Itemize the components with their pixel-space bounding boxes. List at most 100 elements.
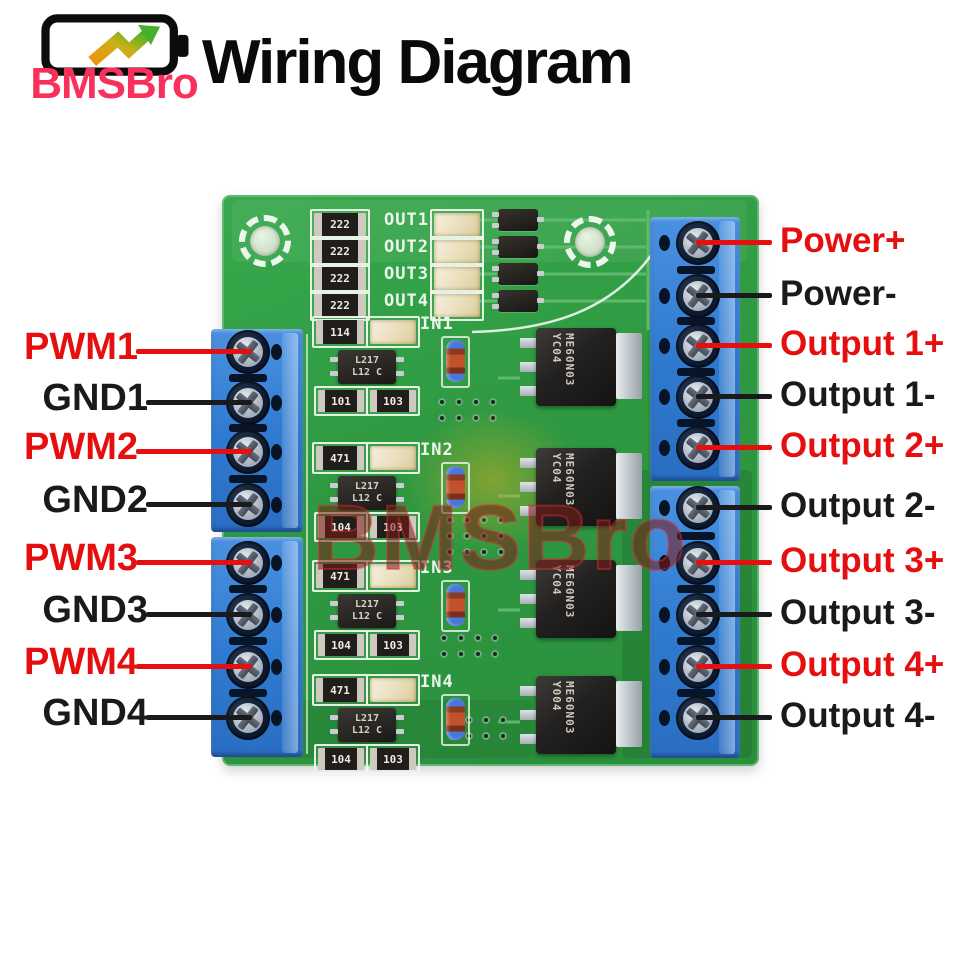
resistor-chip: 222 — [314, 267, 366, 290]
wire-line-power — [696, 240, 772, 245]
inductor — [446, 340, 465, 382]
wire-line-pwm3 — [136, 560, 252, 565]
led-box — [366, 560, 420, 592]
opto-leg — [330, 357, 338, 362]
inductor-outline — [441, 336, 470, 388]
resistor-104: 104 — [314, 630, 368, 660]
terminal-wire-hole — [659, 659, 670, 675]
resistor-222: 222 — [310, 290, 370, 321]
mosfet-leg — [520, 458, 538, 468]
terminal-wire-hole — [271, 710, 282, 726]
brand-name: BMSBro — [30, 59, 199, 108]
wire-line-pwm2 — [136, 449, 252, 454]
optocoupler-marking-line2: L12 C — [351, 367, 383, 378]
transistor-leg — [492, 223, 499, 228]
terminal-divider-slot — [229, 585, 267, 593]
resistor-chip: 103 — [370, 390, 416, 412]
led-chip — [370, 678, 416, 702]
led-chip — [434, 213, 480, 236]
silk-label-out1: OUT1 — [384, 210, 429, 230]
transistor-leg — [537, 298, 544, 303]
silk-label-in2: IN2 — [420, 440, 454, 460]
opto-leg — [330, 729, 338, 734]
wire-line-gnd1 — [146, 400, 252, 405]
wire-line-gnd2 — [146, 502, 252, 507]
terminal-block-highlight — [282, 541, 298, 753]
via-hole — [440, 650, 448, 658]
wire-line-output-2 — [696, 445, 772, 450]
opto-leg — [396, 497, 404, 502]
opto-leg — [330, 483, 338, 488]
pin-label-pwm1: PWM1 — [24, 326, 138, 368]
wire-line-output-3 — [696, 560, 772, 565]
resistor-chip: 103 — [370, 748, 416, 770]
pin-label-output-4: Output 4- — [780, 696, 936, 735]
terminal-divider-slot — [229, 637, 267, 645]
via-hole — [482, 732, 490, 740]
opto-leg — [396, 357, 404, 362]
opto-leg — [396, 483, 404, 488]
mosfet-leg — [520, 506, 538, 516]
resistor-471: 471 — [312, 674, 368, 706]
resistor-chip: 471 — [316, 564, 364, 588]
silk-label-in4: IN4 — [420, 672, 454, 692]
resistor-471: 471 — [312, 442, 368, 474]
pin-label-gnd4: GND4 — [42, 692, 148, 734]
led-box — [366, 442, 420, 474]
transistor-leg — [537, 271, 544, 276]
terminal-divider-slot — [229, 474, 267, 483]
resistor-chip: 103 — [370, 516, 416, 538]
smd-transistor — [492, 209, 544, 231]
smd-transistor — [492, 236, 544, 258]
mosfet-body — [536, 448, 616, 526]
resistor-222: 222 — [310, 263, 370, 294]
transistor-leg — [492, 250, 499, 255]
transistor-leg — [492, 212, 499, 217]
resistor-chip: 471 — [316, 678, 364, 702]
pin-label-output-3: Output 3+ — [780, 541, 945, 580]
wire-line-pwm4 — [136, 664, 252, 669]
via-hole — [438, 398, 446, 406]
resistor-103: 103 — [366, 744, 420, 774]
terminal-wire-hole — [659, 288, 670, 304]
mosfet-body — [536, 676, 616, 754]
resistor-chip: 222 — [314, 240, 366, 263]
resistor-101: 101 — [314, 386, 368, 416]
mosfet-tab — [616, 453, 642, 519]
smd-transistor — [492, 290, 544, 312]
via-hole — [499, 716, 507, 724]
mosfet: ME60N03 Y004 — [520, 676, 660, 762]
pin-label-output-2: Output 2- — [780, 486, 936, 525]
terminal-wire-hole — [659, 440, 670, 456]
transistor-leg — [537, 244, 544, 249]
terminal-wire-hole — [271, 555, 282, 571]
resistor-chip: 103 — [370, 634, 416, 656]
opto-leg — [396, 371, 404, 376]
inductor — [446, 698, 465, 740]
terminal-wire-hole — [659, 338, 670, 354]
terminal-wire-hole — [659, 500, 670, 516]
optocoupler-marking-line2: L12 C — [351, 493, 383, 504]
resistor-103: 103 — [366, 630, 420, 660]
pin-label-output-1: Output 1- — [780, 375, 936, 414]
resistor-chip: 471 — [316, 446, 364, 470]
mosfet-leg — [520, 386, 538, 396]
inductor — [446, 584, 465, 626]
mounting-hole-right — [564, 216, 616, 268]
resistor-chip: 104 — [318, 748, 364, 770]
opto-leg — [330, 615, 338, 620]
mosfet: ME60N03 YC04 — [520, 448, 660, 534]
via-hole — [491, 634, 499, 642]
silk-label-in1: IN1 — [420, 314, 454, 334]
mosfet-leg — [520, 618, 538, 628]
mosfet-leg — [520, 362, 538, 372]
terminal-wire-hole — [659, 555, 670, 571]
wire-line-gnd4 — [146, 715, 252, 720]
mosfet: ME60N03 YC04 — [520, 560, 660, 646]
resistor-104: 104 — [314, 512, 368, 542]
led-chip — [370, 446, 416, 470]
terminal-wire-hole — [271, 395, 282, 411]
optocoupler-marking-line1: L217 — [354, 712, 380, 724]
